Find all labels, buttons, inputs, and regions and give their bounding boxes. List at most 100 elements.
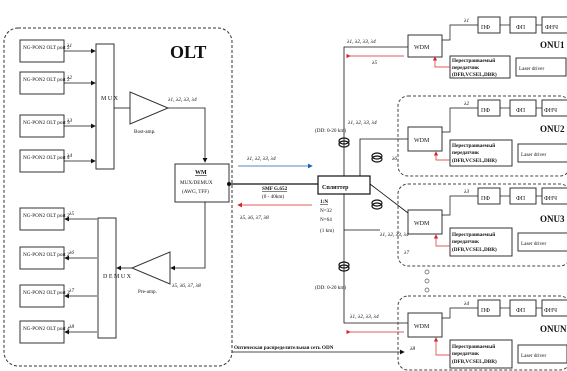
rx-port-3 <box>19 284 65 308</box>
rx-port-1 <box>19 207 65 231</box>
onu-3-laser-label: Laser driver <box>521 241 546 247</box>
fiber-range: (0 - 40km) <box>262 193 284 200</box>
rx-lambda-1: λ5 <box>68 211 74 217</box>
onu-2-tx-l2: передатчик <box>452 150 479 156</box>
wm-to-preamp-line <box>170 202 206 271</box>
tx-lambda-3: λ3 <box>66 118 72 124</box>
onu-n-tx <box>449 339 513 369</box>
rx-port-2 <box>19 246 65 270</box>
onu-3-down: λ1, λ2, λ3, λ4 <box>379 231 409 238</box>
onu-1-name: ONU1 <box>540 40 565 50</box>
onu-3-wdm-label: WDM <box>414 221 430 227</box>
demux-label: D E M U X <box>103 274 132 280</box>
tx-port-2 <box>19 71 65 95</box>
tx-ports: NG-PON2 OLT port 2 NG-PON2 OLT port 2 NG… <box>19 39 70 173</box>
tx-port-4 <box>19 149 65 173</box>
rx-ports: NG-PON2 OLT port 2 NG-PON2 OLT port 2 NG… <box>19 207 70 344</box>
onu-1-tx-line <box>432 56 450 68</box>
amp-to-wm-line <box>168 107 208 163</box>
feeder-up-lambdas: λ5, λ6, λ7, λ8 <box>239 215 269 221</box>
onu-3-tx <box>449 227 513 257</box>
olt-enclosure <box>3 27 233 367</box>
rx-port-1-label: NG-PON2 OLT port 2 <box>23 213 70 219</box>
onu-2-frame <box>397 95 567 177</box>
onu-1-laser <box>515 57 567 77</box>
onu-1-tx-l3: (DFB,VCSEL,DBR) <box>452 71 497 78</box>
onu-n-fnch-label: ФНЧ <box>544 308 557 314</box>
onu-n-up: λ8 <box>409 346 415 352</box>
tx-port-1 <box>19 39 65 63</box>
onu-1-wdm-label: WDM <box>414 45 430 51</box>
tx-lambda-4: λ4 <box>66 152 72 159</box>
onu-2-wdm-label: WDM <box>414 138 430 144</box>
onu-2-up: λ6 <box>391 156 397 162</box>
onu-3-tx-line <box>433 234 450 247</box>
fiber-label: SMF G.652 <box>262 186 288 192</box>
mux-block <box>95 43 115 170</box>
wm-title: WM <box>195 170 207 176</box>
pre-label: Pre-amp. <box>138 289 157 295</box>
tx-port-2-label: NG-PON2 OLT port 2 <box>23 77 70 83</box>
onu-n: WDM ПФ ФП ФНЧ ONUN Перестраиваемый перед… <box>346 295 567 371</box>
onu-2-fnch-label: ФНЧ <box>544 108 557 114</box>
onu-n-tx-line <box>433 337 450 356</box>
splitter-ratio: 1:N <box>320 199 328 205</box>
onu-3-frame <box>397 183 567 267</box>
tx-lambda-1: λ1 <box>66 43 72 49</box>
splitter-n64: N=64 <box>320 217 332 223</box>
onu-1-rx: λ1 <box>463 18 469 24</box>
splitter-label: Сплиттер <box>322 185 349 191</box>
onu-2-down: λ1, λ2, λ3, λ4 <box>347 119 377 126</box>
rx-lambda-3: λ7 <box>68 288 74 294</box>
onu-n-fnch <box>541 299 567 317</box>
demux-in-lambdas: λ5, λ6, λ7, λ8 <box>171 283 201 289</box>
onu-n-laser-label: Laser driver <box>521 353 546 359</box>
onu-3-rx: λ3 <box>463 189 469 195</box>
boost-label: Bost-amp. <box>134 129 155 135</box>
tx-lambda-2: λ2 <box>66 75 72 81</box>
onu-1-up: λ5 <box>371 60 377 66</box>
rx-arrows <box>64 216 97 335</box>
tx-port-3-label: NG-PON2 OLT port 3 <box>23 120 70 126</box>
tx-port-3 <box>19 114 65 138</box>
onu-2-tx-l1: Перестраиваемый <box>452 142 495 149</box>
rx-lambda-4: λ8 <box>68 324 74 330</box>
wm-block <box>174 163 230 203</box>
odn-label: Оптическая распределительная сеть ODN <box>234 345 334 351</box>
onu-2-rx: λ2 <box>463 101 469 107</box>
rx-lambda-2: λ6 <box>68 250 74 256</box>
onu-n-tx-l1: Перестраиваемый <box>452 343 495 350</box>
onu-2-fnch <box>541 99 567 117</box>
onu-3-wdm <box>407 209 443 235</box>
onu-n-laser <box>517 344 567 364</box>
feeder-down-lambdas: λ1, λ2, λ3, λ4 <box>246 155 276 162</box>
onu-2: WDM ПФ ФП ФНЧ ONU2 Перестраиваемый перед… <box>347 95 567 177</box>
wm-line2: (AWG, TFF) <box>182 188 209 195</box>
onu-1-fnch-label: ФНЧ <box>545 25 558 31</box>
onu-1-pf-label: ПФ <box>481 25 490 31</box>
onu-3-laser <box>517 232 567 252</box>
onu-1-laser-label: Laser driver <box>519 66 544 72</box>
splitter-len: (1 km) <box>320 227 334 234</box>
pre-amp <box>130 251 171 285</box>
onu-2-laser <box>517 143 567 163</box>
onu-3-tx-l3: (DFB,VCSEL,DBR) <box>452 246 497 253</box>
onu-1-rx-line <box>442 24 478 41</box>
onu-n-down: λ1, λ2, λ3, λ4 <box>349 313 379 320</box>
onu-1-fp-label: ФП <box>516 25 526 31</box>
onu-1: WDM ПФ ФП ФНЧ ONU1 Перестраиваемый перед… <box>346 16 567 79</box>
onu-n-rx: λ4 <box>463 300 469 307</box>
onu-2-name: ONU2 <box>540 124 565 134</box>
onu-2-tx-l3: (DFB,VCSEL,DBR) <box>452 157 497 164</box>
tx-port-4-label: NG-PON2 OLT port 4 <box>23 155 70 161</box>
onu-2-tx <box>449 139 513 167</box>
onu-n-name: ONUN <box>540 324 567 334</box>
onu-3: WDM ПФ ФП ФНЧ ONU3 Перестраиваемый перед… <box>379 183 567 267</box>
onu-1-wdm <box>407 34 443 58</box>
onu-2-pf-label: ПФ <box>481 108 490 114</box>
onu-n-pf-label: ПФ <box>481 308 490 314</box>
rx-port-3-label: NG-PON2 OLT port 3 <box>23 290 70 296</box>
wm-port-dot <box>227 182 231 186</box>
tx-arrows <box>64 48 96 164</box>
